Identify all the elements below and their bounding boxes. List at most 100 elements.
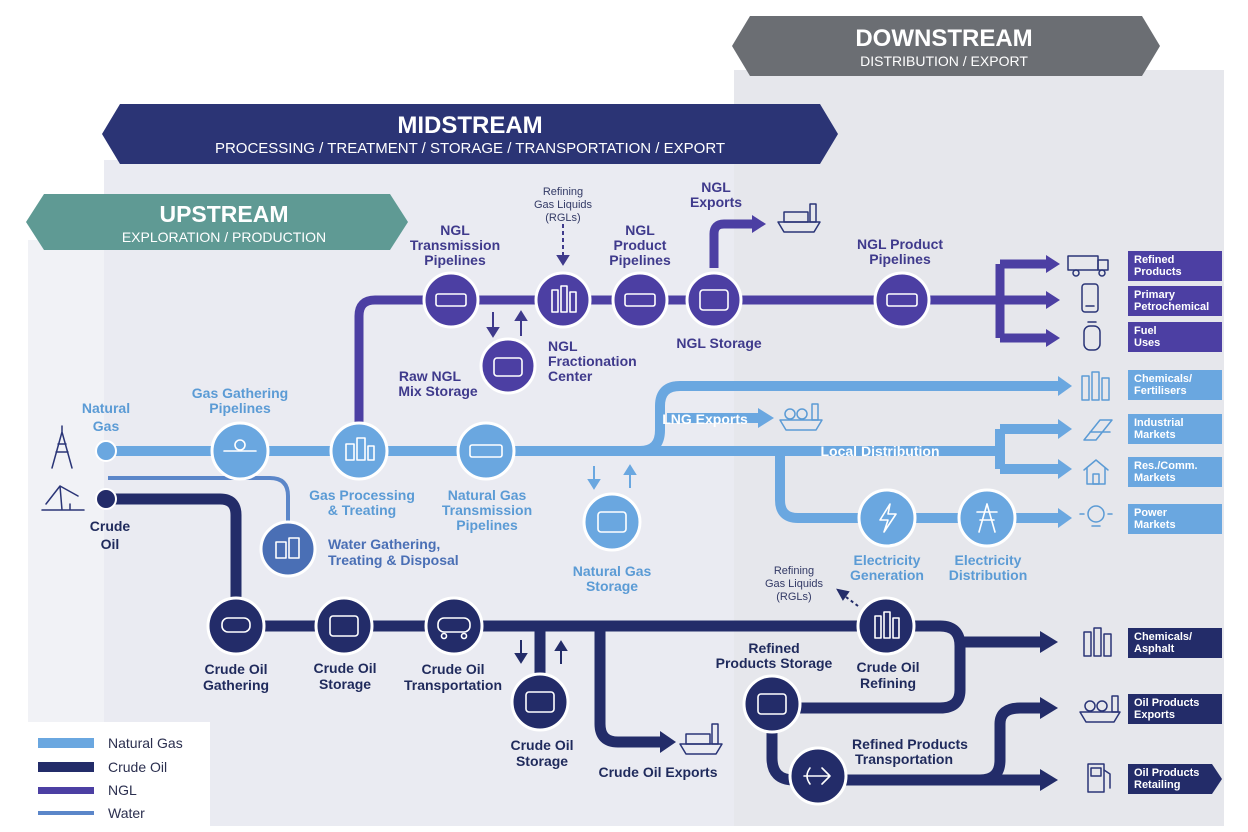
market-oil-products-retailing-label-2: Retailing: [1134, 779, 1180, 791]
ngl-arrowheads: [752, 215, 1060, 347]
node-ngl-transmission-pipelines: [422, 271, 480, 329]
gas-processing-label-1: Gas Processing: [309, 487, 415, 503]
ngl-transmission-label-1: NGL: [440, 222, 470, 238]
market-primary-petrochemical-label-1: Primary: [1134, 289, 1176, 301]
midstream-banner: MIDSTREAM PROCESSING / TREATMENT / STORA…: [102, 104, 838, 164]
market-power-label-2: Markets: [1134, 519, 1176, 531]
fuel-pump-icon: [1087, 763, 1111, 793]
market-primary-petrochemical-label-2: Petrochemical: [1134, 301, 1209, 313]
market-oil-products-exports-label-2: Exports: [1134, 709, 1175, 721]
upstream-banner: UPSTREAM EXPLORATION / PRODUCTION: [26, 194, 408, 250]
water-labels: Water Gathering, Treating & Disposal: [328, 536, 459, 568]
market-chemicals-fertilisers-label-1: Chemicals/: [1134, 373, 1192, 385]
legend-swatch-ngl: [38, 787, 94, 794]
steel-beam-icon: [1083, 419, 1113, 441]
natural-gas-source-label-1: Natural: [82, 400, 130, 416]
market-refined-products-label-1: Refined: [1134, 254, 1174, 266]
crude-oil-source-label-2: Oil: [101, 536, 120, 552]
gas-gathering-label-2: Pipelines: [209, 400, 271, 416]
water-gathering-label-2: Treating & Disposal: [328, 552, 459, 568]
node-ngl-fractionation-center: [534, 271, 592, 329]
market-oil-products-retailing: Oil Products Retailing: [1087, 763, 1222, 794]
lng-exports-label: LNG Exports: [662, 411, 748, 427]
crude-oil-flow-lines: [108, 493, 1040, 786]
node-electricity-generation: [857, 488, 917, 548]
market-chemicals-asphalt-label-1: Chemicals/: [1134, 631, 1192, 643]
node-crude-oil-storage-2: [510, 672, 570, 732]
downstream-subtitle: DISTRIBUTION / EXPORT: [860, 53, 1028, 69]
node-natural-gas-storage: [582, 492, 642, 552]
node-gas-processing-treating: [329, 421, 389, 481]
node-refined-products-storage: [742, 674, 802, 734]
downstream-title: DOWNSTREAM: [855, 25, 1032, 52]
refined-storage-label-1: Refined: [748, 640, 799, 656]
node-ngl-product-pipelines-downstream: [873, 271, 931, 329]
node-crude-oil-transportation: [424, 596, 484, 656]
ngl-storage-label: NGL Storage: [676, 335, 762, 351]
legend-swatch-crude-oil: [38, 762, 94, 772]
ngl-product-label-1: NGL: [625, 222, 655, 238]
crude-storage-2-label-1: Crude Oil: [510, 737, 573, 753]
upstream-title: UPSTREAM: [159, 201, 288, 227]
node-natural-gas-transmission-pipelines: [456, 421, 516, 481]
legend-label-water: Water: [108, 805, 145, 821]
electricity-generation-label-1: Electricity: [854, 552, 921, 568]
gas-cylinder-icon: [1083, 321, 1101, 351]
midstream-subtitle: PROCESSING / TREATMENT / STORAGE / TRANS…: [215, 140, 725, 157]
water-flow-lines: [108, 476, 290, 528]
ngl-exports-label-2: Exports: [690, 194, 742, 210]
crude-storage-label-2: Storage: [319, 676, 371, 692]
natural-gas-arrowheads: [758, 376, 1072, 528]
ng-storage-label-1: Natural Gas: [573, 563, 652, 579]
electricity-generation-label-2: Generation: [850, 567, 924, 583]
crude-transportation-label-2: Transportation: [404, 677, 502, 693]
ng-transmission-label-3: Pipelines: [456, 517, 518, 533]
crude-transportation-label-1: Crude Oil: [421, 661, 484, 677]
gas-processing-label-2: & Treating: [328, 502, 396, 518]
node-crude-oil-refining: [856, 596, 916, 656]
market-res-comm-label-2: Markets: [1134, 472, 1176, 484]
crude-gathering-label-2: Gathering: [203, 677, 269, 693]
ngl-transmission-label-2: Transmission: [410, 237, 500, 253]
upstream-subtitle: EXPLORATION / PRODUCTION: [122, 229, 326, 245]
refinery-icon: [1083, 627, 1112, 657]
ng-transmission-label-2: Transmission: [442, 502, 532, 518]
market-power: Power Markets: [1079, 504, 1222, 534]
ngl-product-downstream-label-1: NGL Product: [857, 236, 943, 252]
ship-icon: [777, 203, 821, 233]
crude-oil-labels: Refining Gas Liquids (RGLs) Crude Oil Ga…: [203, 565, 968, 780]
legend-label-crude-oil: Crude Oil: [108, 759, 167, 775]
node-ngl-product-pipelines: [611, 271, 669, 329]
rgl-bottom-label-1: Refining: [774, 565, 814, 577]
market-fuel-uses: Fuel Uses: [1083, 321, 1222, 352]
ng-transmission-label-1: Natural Gas: [448, 487, 527, 503]
lng-ship-icon: [779, 403, 823, 431]
node-raw-ngl-mix-storage: [479, 337, 537, 395]
electricity-distribution-label-1: Electricity: [955, 552, 1022, 568]
node-crude-oil-gathering: [206, 596, 266, 656]
market-refined-products-label-2: Products: [1134, 266, 1182, 278]
gas-gathering-label-1: Gas Gathering: [192, 385, 288, 401]
ngl-fractionation-label-1: NGL: [548, 338, 578, 354]
crude-refining-label-2: Refining: [860, 675, 916, 691]
crude-storage-2-label-2: Storage: [516, 753, 568, 769]
raw-ngl-label-2: Mix Storage: [398, 383, 478, 399]
market-industrial-label-2: Markets: [1134, 429, 1176, 441]
ngl-product-label-2: Product: [614, 237, 667, 253]
factory-icon: [1081, 371, 1110, 401]
rgl-top-label-3: (RGLs): [545, 212, 580, 224]
market-fuel-uses-label-1: Fuel: [1134, 325, 1157, 337]
water-gathering-label-1: Water Gathering,: [328, 536, 440, 552]
midstream-title: MIDSTREAM: [397, 112, 542, 139]
market-refined-products: Refined Products: [1067, 251, 1222, 281]
crude-oil-source-label-1: Crude: [90, 518, 131, 534]
market-chemicals-fertilisers: Chemicals/ Fertilisers: [1081, 370, 1222, 401]
market-fuel-uses-label-2: Uses: [1134, 337, 1160, 349]
truck-icon: [1067, 255, 1109, 277]
ngl-fractionation-label-2: Fractionation: [548, 353, 637, 369]
house-icon: [1083, 459, 1109, 485]
market-oil-products-exports-label-1: Oil Products: [1134, 697, 1199, 709]
node-gas-gathering-pipelines: [210, 421, 270, 481]
market-power-label-1: Power: [1134, 507, 1168, 519]
